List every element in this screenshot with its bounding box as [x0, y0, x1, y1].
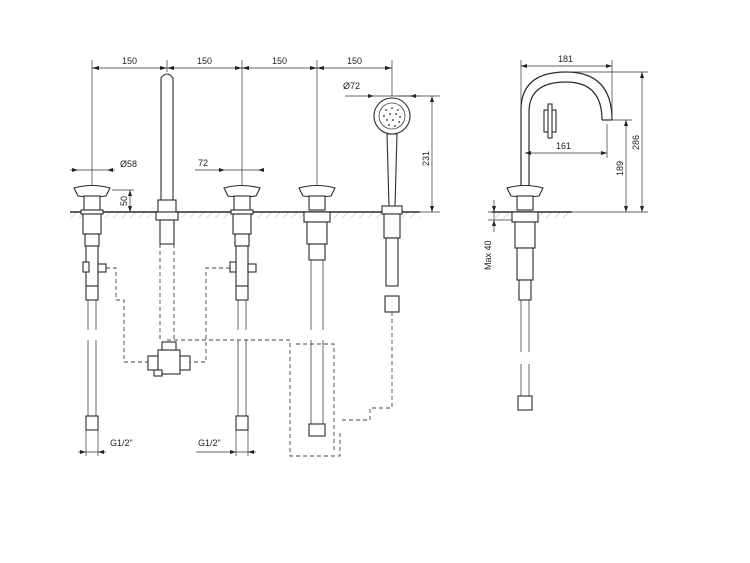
dim-189-286-callouts: 189 286 [566, 71, 648, 213]
dia-shower-label: Ø72 [343, 81, 360, 91]
thread-callouts: G1/2" G1/2" [78, 430, 256, 456]
front-view: 150 150 150 150 Ø58 72 50 [70, 56, 440, 457]
connection-hoses [106, 267, 393, 457]
central-spout [155, 73, 179, 340]
max-deck-callout: Max 40 [483, 200, 512, 270]
max-deck-label: Max 40 [483, 240, 493, 270]
diverter-valve [298, 184, 336, 437]
dim-231-label: 231 [421, 151, 431, 166]
dim-161-callout: 161 [525, 124, 608, 158]
dim-72-label: 72 [198, 158, 208, 168]
dim-50-callout: 50 [112, 189, 134, 212]
handle-diameter-callout: Ø58 [70, 159, 137, 172]
dim-189-label: 189 [615, 161, 625, 176]
dim-50-label: 50 [119, 196, 129, 206]
dim-181-callout: 181 [520, 54, 613, 118]
thread-mid-label: G1/2" [198, 438, 221, 448]
dim-161-label: 161 [556, 141, 571, 151]
side-body [506, 184, 544, 411]
dim-top-1: 150 [122, 56, 137, 66]
dim-top-2: 150 [197, 56, 212, 66]
hand-shower: Ø72 231 [343, 81, 440, 313]
dia-handle-label: Ø58 [120, 159, 137, 169]
mixer-junction [147, 341, 191, 377]
side-view: 181 161 189 286 [483, 54, 648, 411]
left-handle-valve [73, 184, 111, 431]
dim-72-callout: 72 [195, 158, 264, 172]
dim-181-label: 181 [558, 54, 573, 64]
dim-286-label: 286 [631, 135, 641, 150]
dim-top-4: 150 [347, 56, 362, 66]
middle-handle-valve [223, 184, 261, 431]
dim-top-3: 150 [272, 56, 287, 66]
side-spout [520, 71, 613, 200]
thread-left-label: G1/2" [110, 438, 133, 448]
top-dimension-chain: 150 150 150 150 [91, 56, 393, 190]
